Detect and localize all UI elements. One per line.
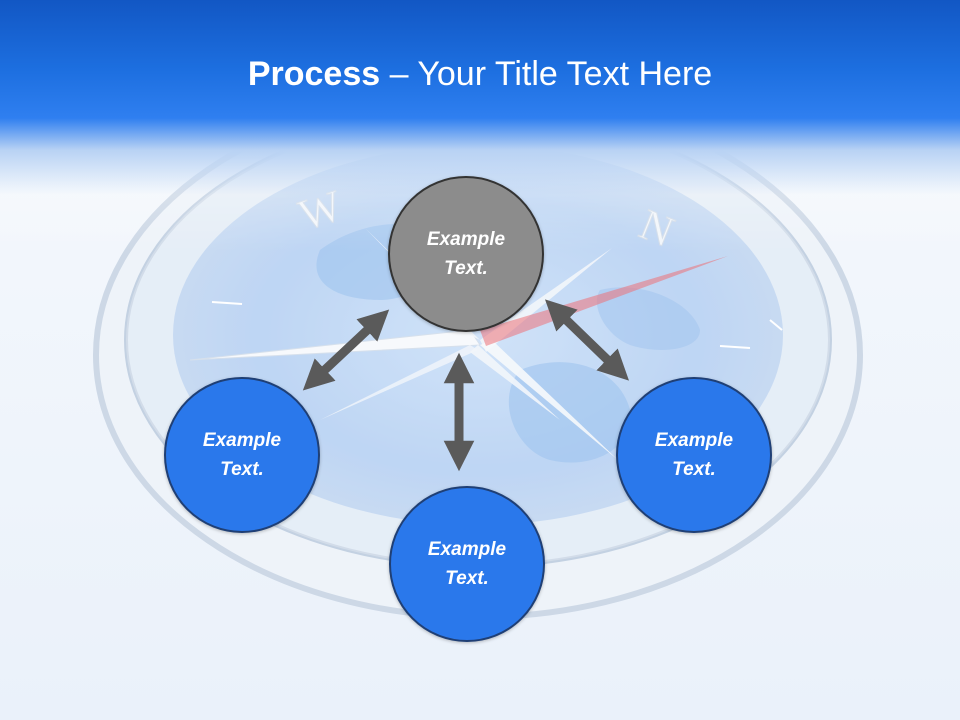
process-node-center: Example Text. bbox=[388, 176, 544, 332]
process-node-right-label: Example Text. bbox=[654, 430, 734, 480]
slide-title-bold: Process bbox=[247, 55, 381, 93]
process-node-left: Example Text. bbox=[164, 377, 320, 533]
double-arrow-left bbox=[302, 309, 390, 391]
double-arrow-right bbox=[545, 299, 629, 381]
process-node-right: Example Text. bbox=[616, 377, 772, 533]
process-node-left-label: Example Text. bbox=[202, 430, 282, 480]
process-node-center-label: Example Text. bbox=[426, 229, 506, 279]
process-node-bottom: Example Text. bbox=[389, 486, 545, 642]
slide-title-rest: – Your Title Text Here bbox=[380, 55, 713, 93]
header-bar bbox=[0, 0, 960, 195]
slide-title: Process – Your Title Text Here bbox=[0, 48, 960, 100]
process-node-bottom-label: Example Text. bbox=[427, 539, 507, 589]
